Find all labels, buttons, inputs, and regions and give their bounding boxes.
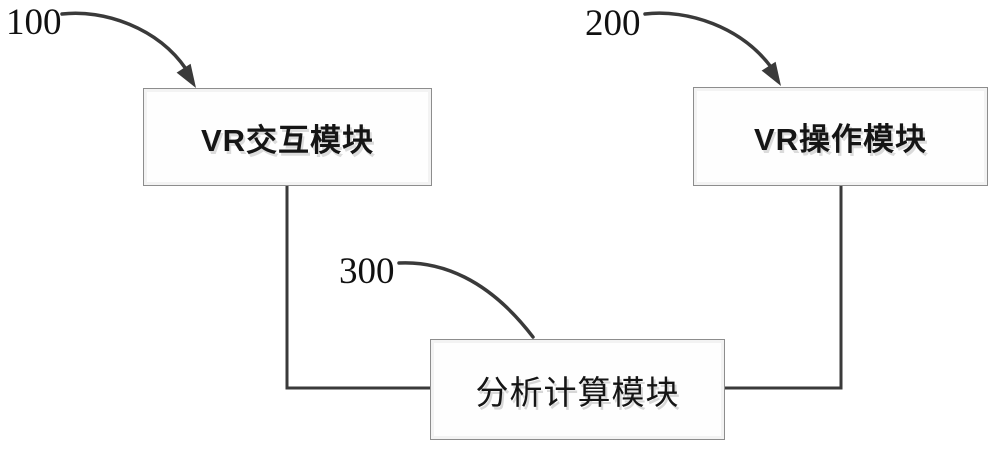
leader-line-100 — [60, 11, 188, 71]
node-vr-interaction-module: VR交互模块 — [143, 88, 432, 186]
ref-label-300: 300 — [339, 251, 395, 292]
node-vr-interaction-label: VR交互模块 — [200, 122, 375, 158]
arrowhead-100-icon — [176, 63, 196, 88]
node-analysis-computing-module: 分析计算模块 — [430, 339, 725, 440]
node-analysis-computing-label: 分析计算模块 — [475, 375, 680, 412]
arrowhead-200-icon — [761, 61, 781, 86]
connector-right — [725, 186, 843, 390]
node-vr-operation-label: VR操作模块 — [753, 122, 928, 157]
ref-label-200: 200 — [585, 3, 641, 44]
leader-line-300 — [397, 261, 535, 339]
leader-line-200 — [643, 11, 773, 69]
connector-left — [285, 186, 430, 390]
node-vr-operation-module: VR操作模块 — [693, 87, 988, 186]
ref-label-100: 100 — [6, 2, 62, 43]
